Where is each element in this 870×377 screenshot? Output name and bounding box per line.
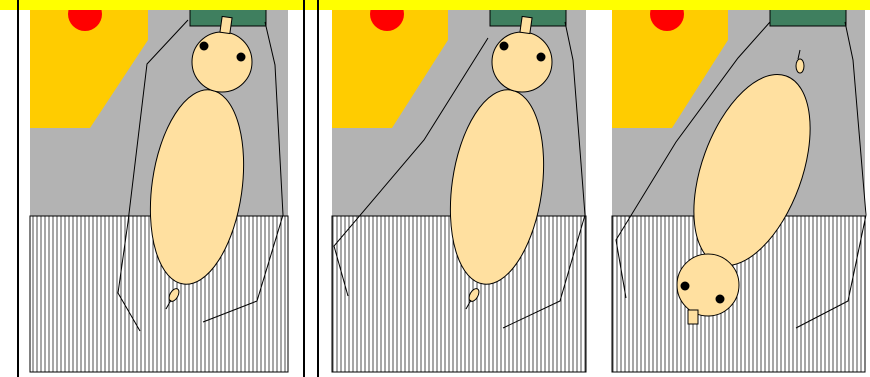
eye-icon <box>200 42 209 51</box>
head <box>492 32 552 92</box>
head-nub <box>520 16 532 33</box>
panel-2 <box>332 0 586 372</box>
eye-icon <box>237 53 246 62</box>
eye-icon <box>500 42 509 51</box>
head-nub <box>220 16 232 33</box>
panel-1 <box>30 0 288 372</box>
panel-3 <box>612 0 866 372</box>
eye-icon <box>681 282 690 291</box>
yellow-bar-segment <box>332 0 586 10</box>
tail-marker <box>796 59 804 73</box>
eye-icon <box>537 53 546 62</box>
head-nub <box>688 310 698 324</box>
eye-icon <box>716 295 725 304</box>
yellow-bar-segment <box>612 0 865 10</box>
head <box>192 32 252 92</box>
yellow-bar-segment <box>30 0 288 10</box>
